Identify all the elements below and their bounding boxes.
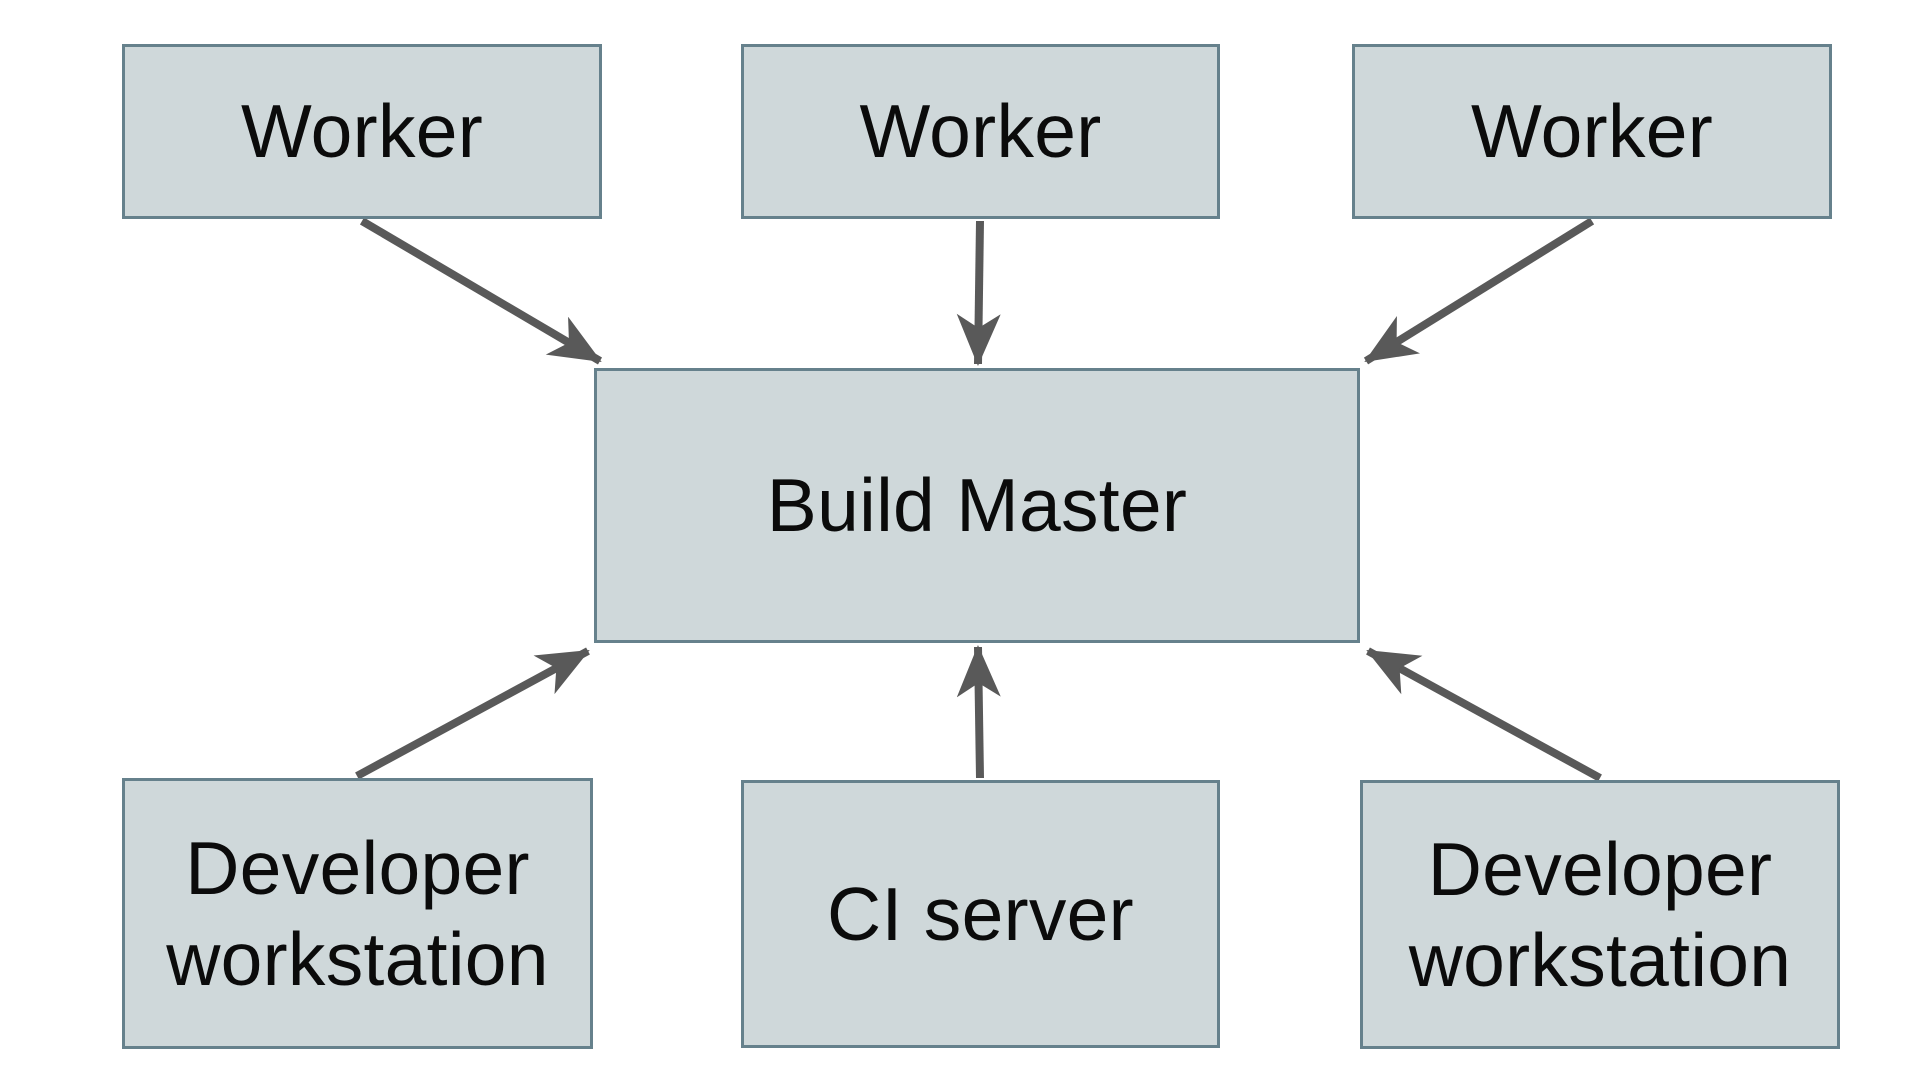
node-developer-workstation-2: Developer workstation [1360, 780, 1840, 1049]
node-label: Worker [1470, 89, 1714, 174]
node-label: Developer workstation [166, 825, 549, 1001]
node-build-master: Build Master [594, 368, 1360, 643]
node-label: Worker [240, 89, 484, 174]
node-worker-3: Worker [1352, 44, 1832, 219]
edge-worker-1-to-build-master [359, 217, 603, 365]
node-worker-1: Worker [122, 44, 602, 219]
node-ci-server: CI server [741, 780, 1220, 1048]
node-label: CI server [827, 871, 1134, 956]
node-label: Build Master [766, 463, 1188, 548]
edge-developer-workstation-1-to-build-master [355, 647, 590, 780]
edge-ci-server-to-build-master [956, 645, 1001, 779]
edge-worker-3-to-build-master [1363, 217, 1595, 365]
node-developer-workstation-1: Developer workstation [122, 778, 593, 1049]
node-label: Developer workstation [1408, 826, 1792, 1002]
node-label: Worker [859, 89, 1102, 174]
edge-developer-workstation-2-to-build-master [1366, 647, 1602, 782]
edge-worker-2-to-build-master [956, 220, 1001, 366]
node-worker-2: Worker [741, 44, 1220, 219]
